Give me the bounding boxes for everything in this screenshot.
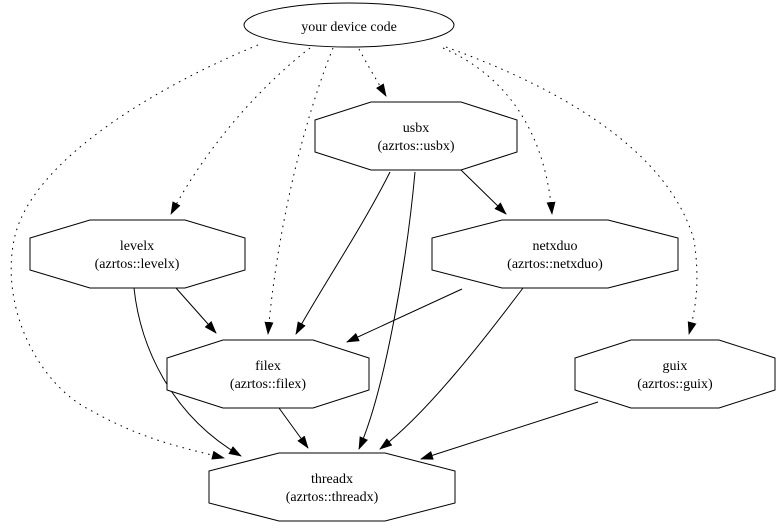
edge-levelx-to-threadx — [133, 287, 242, 457]
guix-subtitle: (azrtos::guix) — [637, 377, 713, 392]
usbx-subtitle: (azrtos::usbx) — [378, 139, 455, 154]
edge-group — [10, 44, 698, 460]
usbx-title: usbx — [403, 121, 429, 136]
levelx-title: levelx — [120, 239, 154, 254]
edge-netxduo-to-threadx — [379, 287, 524, 450]
edge-guix-to-threadx — [420, 401, 599, 460]
filex-subtitle: (azrtos::filex) — [230, 377, 307, 392]
edge-device-code-to-levelx — [170, 47, 311, 215]
edge-usbx-to-threadx — [358, 171, 416, 450]
node-levelx: levelx (azrtos::levelx) — [29, 219, 246, 289]
node-device-code: your device code — [243, 2, 455, 48]
node-guix: guix (azrtos::guix) — [574, 339, 776, 409]
node-filex: filex (azrtos::filex) — [166, 339, 370, 409]
edge-device-code-to-threadx — [10, 44, 259, 460]
threadx-octagon — [208, 452, 456, 522]
edge-device-code-to-usbx — [358, 48, 387, 97]
node-netxduo: netxduo (azrtos::netxduo) — [431, 219, 679, 289]
netxduo-title: netxduo — [532, 239, 577, 254]
device-code-ellipse — [243, 2, 455, 48]
edge-usbx-to-netxduo — [460, 169, 507, 215]
guix-octagon — [574, 339, 776, 409]
edge-usbx-to-filex — [295, 171, 391, 335]
edge-device-code-to-filex — [264, 47, 334, 335]
node-usbx: usbx (azrtos::usbx) — [314, 101, 518, 171]
netxduo-subtitle: (azrtos::netxduo) — [507, 257, 603, 272]
edge-filex-to-threadx — [278, 407, 309, 449]
edge-device-code-to-guix — [445, 46, 698, 335]
filex-octagon — [166, 339, 370, 409]
usbx-octagon — [314, 101, 518, 171]
netxduo-octagon — [431, 219, 679, 289]
edge-levelx-to-filex — [175, 287, 217, 334]
levelx-octagon — [29, 219, 246, 289]
threadx-title: threadx — [311, 472, 353, 487]
node-threadx: threadx (azrtos::threadx) — [208, 452, 456, 522]
filex-title: filex — [255, 359, 281, 374]
guix-title: guix — [663, 359, 688, 374]
edge-netxduo-to-filex — [346, 288, 463, 343]
threadx-subtitle: (azrtos::threadx) — [286, 490, 379, 505]
device-code-label: your device code — [301, 20, 397, 35]
edge-device-code-to-netxduo — [442, 47, 556, 215]
levelx-subtitle: (azrtos::levelx) — [95, 257, 180, 272]
